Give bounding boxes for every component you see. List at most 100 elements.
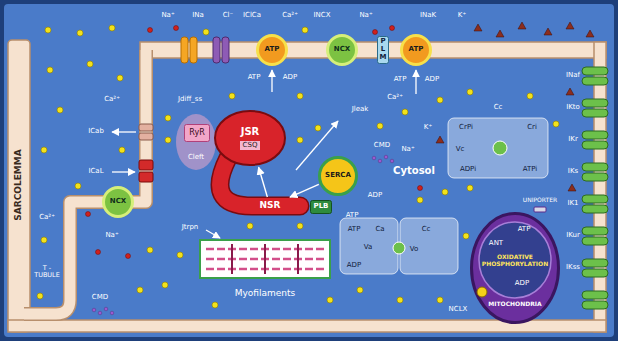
ion-channel [582,163,608,171]
flux-connector [290,184,319,197]
annotation-label: IKss [566,264,580,272]
reticulum-shape-text: JSR [241,126,260,137]
mitochondrion-inner [479,222,551,298]
reticulum-label-box: NSR [248,198,292,214]
pump-circle-fill [320,158,357,195]
annotation-label: CrPi [459,124,473,132]
myofilament-frame [200,240,330,278]
region-label: T - TUBULE [32,265,62,279]
kinase-circle [393,242,405,254]
ion-channel [582,301,608,309]
annotation-label: Cl⁻ [223,12,234,20]
ion-channel [582,205,608,213]
regulator-box-text: PLB [314,203,329,211]
ion-channel [582,195,608,203]
annotation-label: ATP [518,226,531,234]
pump-circle-text: SERCA [325,172,351,180]
sarcolemma-band [8,40,30,332]
annotation-label: UNIPORTER [523,197,557,204]
annotation-label: Cri [527,124,537,132]
flux-arrows [112,70,416,238]
annotation-label: Na⁺ [401,146,414,154]
sodium-ions [86,26,423,259]
atp-pump-text: ATP [265,46,280,54]
regulator-box: PLB [310,200,332,214]
exchanger-circle: NCX [102,186,134,218]
ion-channel [582,291,608,299]
reticulum-shape-text: CSQ [240,141,261,151]
annotation-label: Jtrpn [182,224,199,232]
mitochondrion-shape: OXIDATIVE PHOSPHORYLATIONMITOCHONDRIA [470,212,560,324]
regulator-box-fill [311,201,332,214]
sodium-channel [190,37,197,63]
annotation-label: Ca²⁺ [387,94,403,102]
reticulum-shape-outline [214,110,286,166]
annotation-label: IKur [566,232,580,240]
receptor-box-fill [185,125,210,142]
annotation-label: Ca²⁺ [104,96,120,104]
annotation-label: Ca²⁺ [282,12,298,20]
myofilament-box: Myofilaments [200,238,330,300]
sarcolemma-band [140,42,606,58]
l-type-calcium-channel [139,160,153,170]
exchanger-circle-fill [328,36,357,65]
annotation-label: Cc [422,226,431,234]
ion-channel [582,173,608,181]
reticulum-label-box-text: NSR [260,201,281,211]
flux-arrow [206,230,220,238]
sodium-channel [181,37,188,63]
ion-channel [582,269,608,277]
annotation-label: ATPi [523,166,538,174]
calcium-ions [37,25,559,308]
annotation-label: Ca [375,226,384,234]
ion-channel [582,259,608,267]
reticulum-tube [220,158,300,206]
background-calcium-channel [139,124,153,131]
annotation-label: Jdiff_ss [178,96,202,104]
annotation-label: ATP [248,74,261,82]
annotation-label: IClCa [243,12,261,20]
ion-channel [582,109,608,117]
reticulum-shape: JSR CSQ [214,110,286,166]
annotation-label: NCLX [449,306,468,314]
regulator-bar: PLM [377,36,389,64]
annotation-label: Cc [494,104,503,112]
annotation-label: ATP [348,226,361,234]
annotation-label: K⁺ [424,124,432,132]
annotation-label: INa [192,12,204,20]
flux-arrow [112,171,135,172]
ion-channel [582,131,608,139]
uniporter-symbol [534,207,546,212]
exchanger-circle: NCX [326,34,358,66]
annotation-label: Vo [410,246,419,254]
annotation-label: IK1 [567,200,578,208]
reticulum-tube [220,158,300,206]
annotation-label: INCX [314,12,331,20]
annotation-label: Vc [456,146,465,154]
annotation-label: CMD [374,142,390,150]
annotation-label: IKto [566,104,580,112]
annotation-label: ANT [489,240,503,248]
ion-channel [582,237,608,245]
annotation-label: ADP [368,192,382,200]
regulator-bar-fill [378,37,389,64]
buffer-molecules [92,155,394,315]
ion-channel [582,141,608,149]
annotation-label: ADP [425,76,439,84]
annotation-label: ADP [515,280,529,288]
annotation-label: ADPi [460,166,476,174]
annotation-label: ATP [346,212,359,220]
z-disc-lines [232,244,298,274]
mitochondrion-shape-text: MITOCHONDRIA [488,301,541,308]
flux-arrow [112,131,136,132]
ion-channel [582,227,608,235]
annotation-label: ATP [394,76,407,84]
potassium-ions [436,22,594,191]
chloride-channel [222,37,229,63]
annotation-label: Ca²⁺ [39,214,55,222]
annotation-label: ADP [347,262,361,270]
annotation-label: INaf [566,72,580,80]
ion-channel [582,67,608,75]
